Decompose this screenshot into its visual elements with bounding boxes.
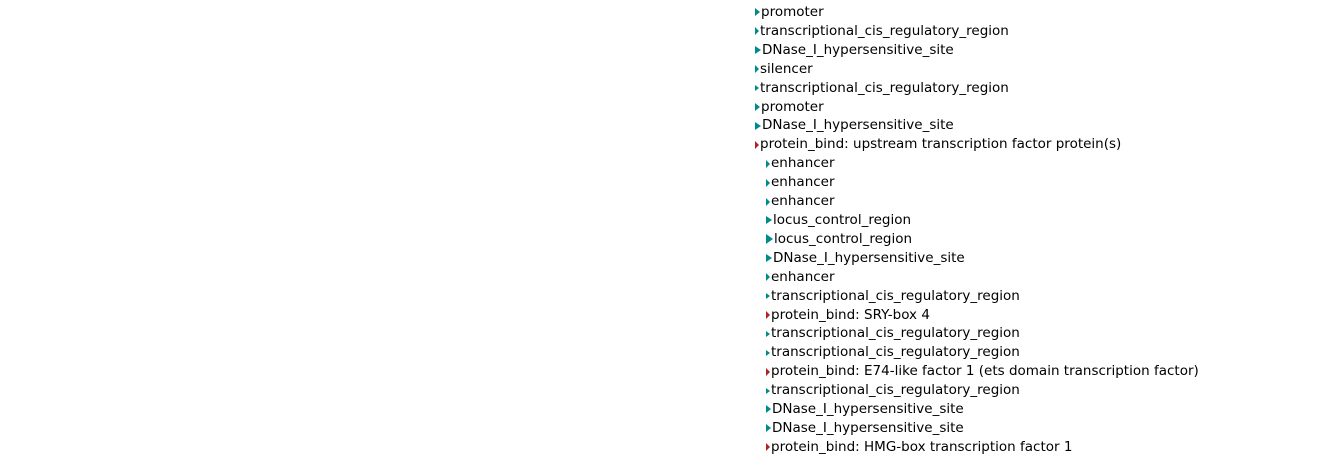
- feature-label: DNase_I_hypersensitive_site: [772, 419, 964, 436]
- triangle-right-icon: [766, 405, 771, 414]
- feature-row[interactable]: locus_control_region: [766, 230, 1199, 249]
- triangle-right-icon: [755, 121, 761, 130]
- triangle-right-icon: [766, 367, 770, 376]
- triangle-right-icon: [766, 387, 770, 394]
- feature-list: promoter transcriptional_cis_regulatory_…: [755, 3, 1199, 457]
- feature-row[interactable]: transcriptional_cis_regulatory_region: [755, 79, 1199, 98]
- feature-row[interactable]: transcriptional_cis_regulatory_region: [766, 343, 1199, 362]
- feature-label: DNase_I_hypersensitive_site: [762, 41, 954, 58]
- feature-label: DNase_I_hypersensitive_site: [773, 249, 965, 266]
- feature-row[interactable]: DNase_I_hypersensitive_site: [755, 116, 1199, 135]
- feature-row[interactable]: enhancer: [766, 192, 1199, 211]
- feature-row[interactable]: DNase_I_hypersensitive_site: [766, 249, 1199, 268]
- feature-label: transcriptional_cis_regulatory_region: [771, 382, 1020, 399]
- feature-label: locus_control_region: [774, 230, 913, 247]
- triangle-right-icon: [766, 293, 770, 300]
- feature-label: DNase_I_hypersensitive_site: [762, 117, 954, 134]
- feature-row[interactable]: transcriptional_cis_regulatory_region: [755, 22, 1199, 41]
- feature-label: transcriptional_cis_regulatory_region: [771, 325, 1020, 342]
- feature-label: protein_bind: E74-like factor 1 (ets dom…: [771, 363, 1199, 380]
- feature-label: enhancer: [771, 193, 835, 210]
- feature-label: locus_control_region: [773, 211, 912, 228]
- feature-row[interactable]: locus_control_region: [766, 211, 1199, 230]
- feature-row[interactable]: transcriptional_cis_regulatory_region: [766, 381, 1199, 400]
- triangle-right-icon: [755, 85, 759, 92]
- feature-row[interactable]: protein_bind: SRY-box 4: [766, 306, 1199, 325]
- feature-label: enhancer: [771, 155, 835, 172]
- feature-row[interactable]: enhancer: [766, 268, 1199, 287]
- feature-row[interactable]: protein_bind: E74-like factor 1 (ets dom…: [766, 362, 1199, 381]
- feature-row[interactable]: protein_bind: HMG-box transcription fact…: [766, 438, 1199, 457]
- feature-row[interactable]: promoter: [755, 98, 1199, 117]
- triangle-right-icon: [755, 46, 761, 55]
- feature-row[interactable]: DNase_I_hypersensitive_site: [766, 419, 1199, 438]
- feature-label: transcriptional_cis_regulatory_region: [771, 344, 1020, 361]
- feature-label: protein_bind: upstream transcription fac…: [760, 136, 1122, 153]
- feature-label: enhancer: [771, 174, 835, 191]
- feature-row[interactable]: enhancer: [766, 154, 1199, 173]
- feature-label: transcriptional_cis_regulatory_region: [771, 287, 1020, 304]
- triangle-right-icon: [766, 254, 772, 263]
- triangle-right-icon: [766, 349, 770, 356]
- feature-label: silencer: [760, 60, 813, 77]
- feature-label: promoter: [761, 98, 824, 115]
- triangle-right-icon: [766, 443, 770, 452]
- feature-label: protein_bind: SRY-box 4: [771, 306, 930, 323]
- triangle-right-icon: [755, 65, 759, 74]
- feature-label: protein_bind: HMG-box transcription fact…: [771, 438, 1073, 455]
- triangle-right-icon: [766, 197, 770, 206]
- feature-label: transcriptional_cis_regulatory_region: [760, 22, 1009, 39]
- triangle-right-icon: [755, 140, 759, 149]
- triangle-right-icon: [766, 216, 772, 225]
- feature-row[interactable]: DNase_I_hypersensitive_site: [755, 41, 1199, 60]
- triangle-right-icon: [755, 8, 760, 17]
- feature-label: DNase_I_hypersensitive_site: [772, 401, 964, 418]
- triangle-right-icon: [766, 424, 771, 433]
- feature-label: promoter: [761, 4, 824, 20]
- triangle-right-icon: [766, 178, 770, 187]
- feature-row[interactable]: protein_bind: upstream transcription fac…: [755, 135, 1199, 154]
- feature-row[interactable]: DNase_I_hypersensitive_site: [766, 400, 1199, 419]
- feature-row[interactable]: transcriptional_cis_regulatory_region: [766, 324, 1199, 343]
- triangle-right-icon: [766, 310, 770, 319]
- feature-label: enhancer: [771, 268, 835, 285]
- feature-row[interactable]: enhancer: [766, 173, 1199, 192]
- feature-row[interactable]: silencer: [755, 60, 1199, 79]
- triangle-right-icon: [766, 273, 770, 282]
- triangle-right-icon: [766, 234, 773, 245]
- triangle-right-icon: [766, 159, 770, 168]
- triangle-right-icon: [755, 102, 760, 111]
- feature-row[interactable]: transcriptional_cis_regulatory_region: [766, 287, 1199, 306]
- triangle-right-icon: [755, 27, 759, 36]
- feature-label: transcriptional_cis_regulatory_region: [760, 79, 1009, 96]
- triangle-right-icon: [766, 330, 770, 337]
- feature-row[interactable]: promoter: [755, 3, 1199, 22]
